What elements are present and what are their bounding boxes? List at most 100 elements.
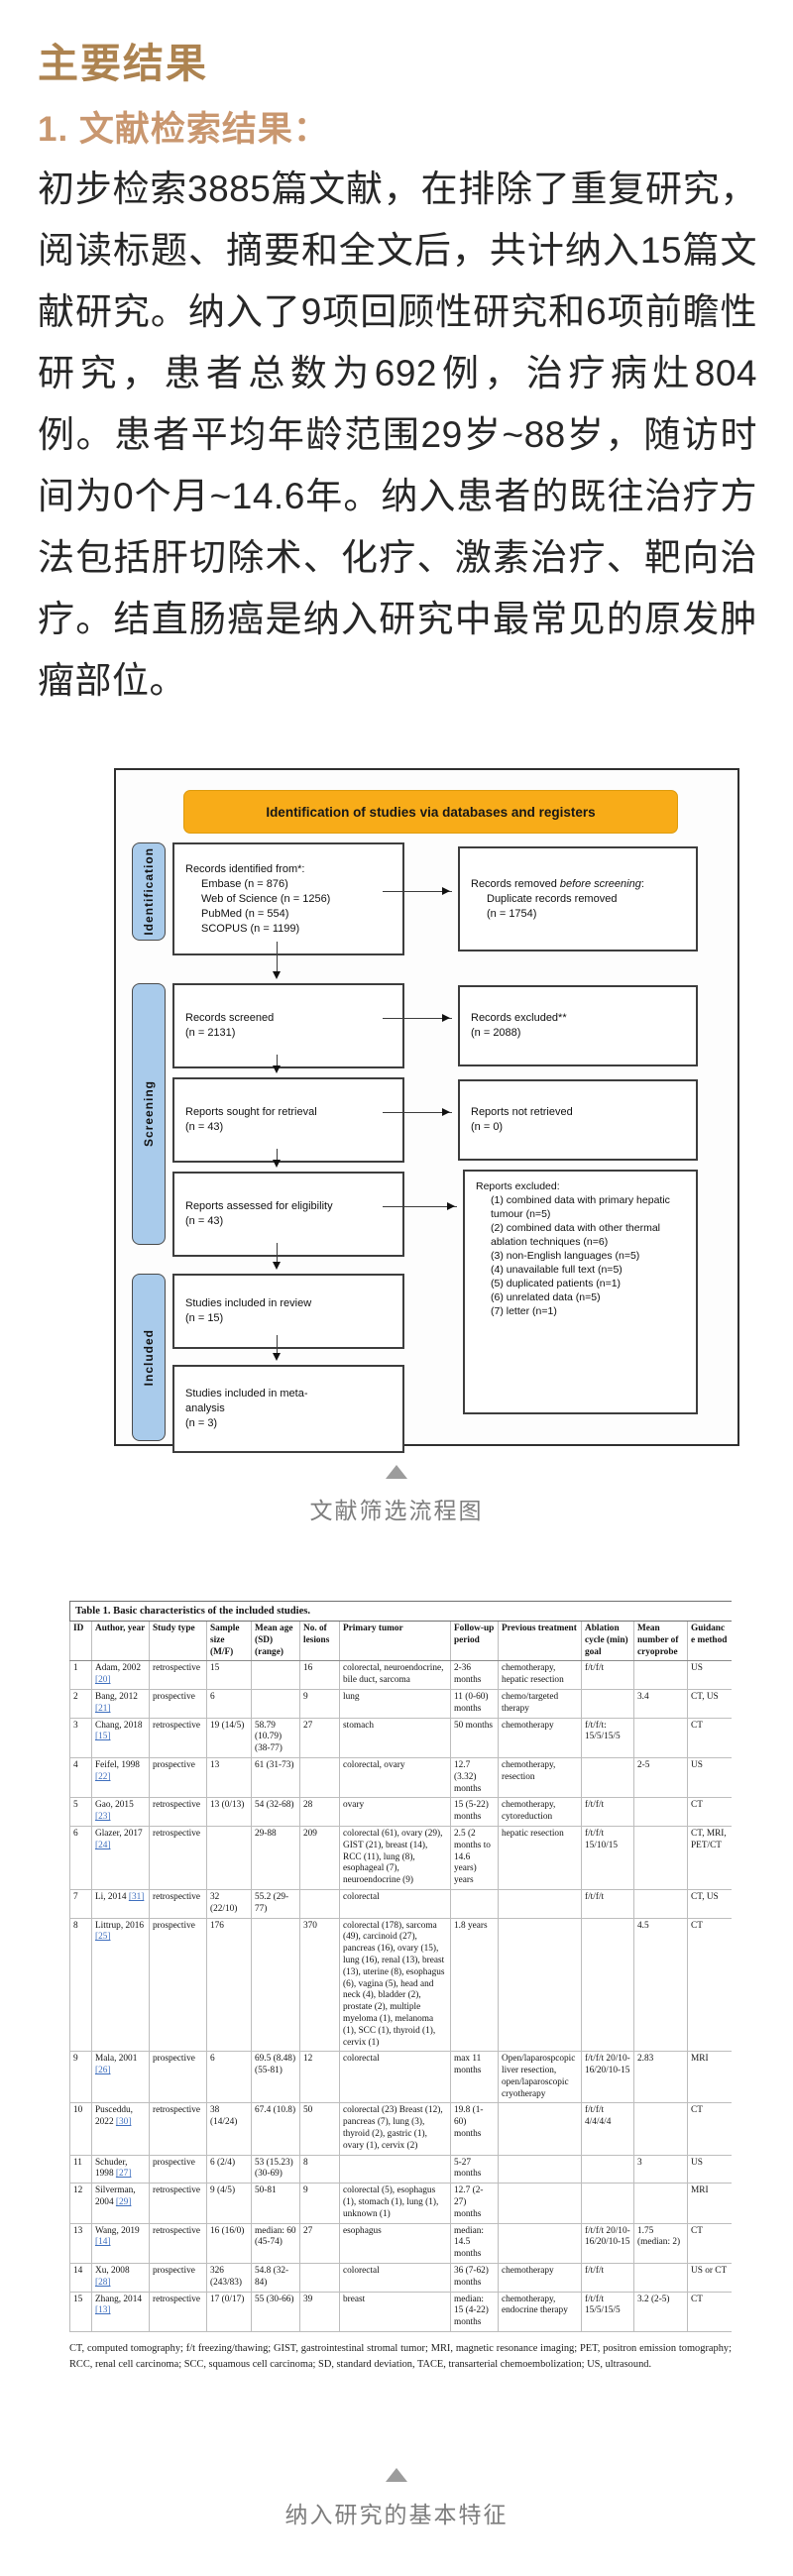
- reference-link: [20]: [95, 1675, 111, 1686]
- table-cell: 32 (22/10): [206, 1888, 252, 1919]
- table-cell: Open/laparospcopic liver resection, open…: [498, 2051, 582, 2104]
- table-cell: 54.8 (32-84): [251, 2263, 300, 2293]
- table-cell: 12.7 (3.32) months: [450, 1756, 499, 1799]
- text-line: Embase (n = 876): [201, 877, 288, 890]
- table-cell: 6 (2/4): [206, 2154, 252, 2184]
- table-cell: Schuder, 1998 [27]: [91, 2154, 150, 2184]
- text-line: (6) unrelated data (n=5): [491, 1291, 601, 1303]
- text-line: Reports not retrieved: [471, 1106, 573, 1118]
- box-sublines: Duplicate records removed(n = 1754): [471, 892, 689, 922]
- table-cell: 370: [299, 1917, 340, 2053]
- table-cell: 16 (16/0): [206, 2222, 252, 2265]
- table-cell: 9: [299, 1688, 340, 1719]
- table-cell: [633, 2102, 688, 2156]
- table-cell: 2.5 (2 months to 14.6 years) years: [450, 1825, 499, 1890]
- table-column-header: Guidance method: [686, 1620, 732, 1662]
- table-cell: CT, US: [686, 1688, 732, 1719]
- table-cell: f/t/f/t: [581, 1797, 634, 1827]
- table-cell: 2-36 months: [450, 1660, 499, 1690]
- table-cell: 2-5: [633, 1756, 688, 1799]
- table-cell: colorectal: [339, 2051, 451, 2104]
- table-cell: [633, 1825, 688, 1890]
- table-cell: median: 14.5 months: [450, 2222, 499, 2265]
- table-column-header: Follow-up period: [450, 1620, 499, 1662]
- page-title: 主要结果: [38, 41, 208, 86]
- text-line: (3) non-English languages (n=5): [491, 1250, 640, 1262]
- table-cell: f/t/f/t: [581, 2263, 634, 2293]
- collapse-triangle-icon: [386, 1465, 407, 1479]
- text-line: Reports sought for retrieval: [185, 1106, 317, 1118]
- table-cell: [251, 1917, 300, 2053]
- table-cell: chemotherapy, endocrine therapy: [498, 2291, 582, 2333]
- text-line: SCOPUS (n = 1199): [201, 922, 300, 935]
- table-cell: prospective: [149, 1917, 207, 2053]
- table-cell: 53 (15.23) (30-69): [251, 2154, 300, 2184]
- table-cell: 17 (0/17): [206, 2291, 252, 2333]
- table-cell: 50-81: [251, 2183, 300, 2224]
- stage-label-text: Screening: [142, 1080, 156, 1148]
- table-cell: 39: [299, 2291, 340, 2333]
- table-column-header: Study type: [149, 1620, 207, 1662]
- table-cell: 6: [206, 1688, 252, 1719]
- table-cell: max 11 months: [450, 2051, 499, 2104]
- table-cell: prospective: [149, 1756, 207, 1799]
- table-cell: [633, 2183, 688, 2224]
- table-cell: 15: [69, 2291, 92, 2333]
- text-line: (n = 43): [185, 1215, 224, 1227]
- results-paragraph: 初步检索3885篇文献，在排除了重复研究，阅读标题、摘要和全文后，共计纳入15篇…: [38, 168, 757, 701]
- table-cell: colorectal, neuroendocrine, bile duct, s…: [339, 1660, 451, 1690]
- box-records-excluded: Records excluded**(n = 2088): [458, 985, 698, 1066]
- table-cell: 19 (14/5): [206, 1717, 252, 1758]
- reference-link: [15]: [95, 1732, 111, 1742]
- box-reports-sought: Reports sought for retrieval(n = 43): [172, 1077, 404, 1163]
- table-cell: [299, 1756, 340, 1799]
- box-reports-not-retrieved: Reports not retrieved(n = 0): [458, 1079, 698, 1161]
- table-cell: 1.75 (median: 2): [633, 2222, 688, 2265]
- reference-link: [13]: [95, 2305, 111, 2316]
- table-cell: [339, 2154, 451, 2184]
- text-line: Studies included in meta-: [185, 1388, 308, 1400]
- table-cell: 58.79 (10.79) (38-77): [251, 1717, 300, 1758]
- arrow-sought-to-assessed: [272, 1149, 281, 1168]
- table-cell: 2.83: [633, 2051, 688, 2104]
- table-cell: [498, 1917, 582, 2053]
- table-cell: CT: [686, 2222, 732, 2265]
- table-cell: [498, 2183, 582, 2224]
- text-line: Duplicate records removed: [487, 892, 618, 905]
- table-cell: f/t/f/t 20/10-16/20/10-15: [581, 2222, 634, 2265]
- table-cell: 3: [633, 2154, 688, 2184]
- table-cell: MRI: [686, 2051, 732, 2104]
- table-cell: 6: [206, 2051, 252, 2104]
- box-records-screened: Records screened(n = 2131): [172, 983, 404, 1068]
- reference-link: [31]: [128, 1891, 145, 1902]
- table-cell: [581, 1756, 634, 1799]
- table-column-header: Previous treatment: [498, 1620, 582, 1662]
- table-cell: 176: [206, 1917, 252, 2053]
- table-cell: Li, 2014 [31]: [91, 1888, 150, 1919]
- table-cell: colorectal (23) Breast (12), pancreas (7…: [339, 2102, 451, 2156]
- table-column-header: Mean number of cryoprobe: [633, 1620, 688, 1662]
- arrow-screened-to-sought: [272, 1055, 281, 1073]
- arrow-assessed-to-excluded: [383, 1201, 457, 1210]
- table-cell: 28: [299, 1797, 340, 1827]
- table-cell: colorectal (178), sarcoma (49), carcinoi…: [339, 1917, 451, 2053]
- arrow-review-to-meta: [272, 1335, 281, 1361]
- table-cell: 12: [69, 2183, 92, 2224]
- table-cell: [581, 1917, 634, 2053]
- box-records-identified: Records identified from*:Embase (n = 876…: [172, 842, 404, 955]
- reference-link: [28]: [95, 2277, 111, 2288]
- table-cell: 8: [299, 2154, 340, 2184]
- table-column-header: Ablation cycle (min) goal: [581, 1620, 634, 1662]
- table-cell: 12.7 (2-27) months: [450, 2183, 499, 2224]
- table-cell: [633, 1660, 688, 1690]
- stage-label-identification: Identification: [132, 842, 166, 941]
- table-cell: retrospective: [149, 1797, 207, 1827]
